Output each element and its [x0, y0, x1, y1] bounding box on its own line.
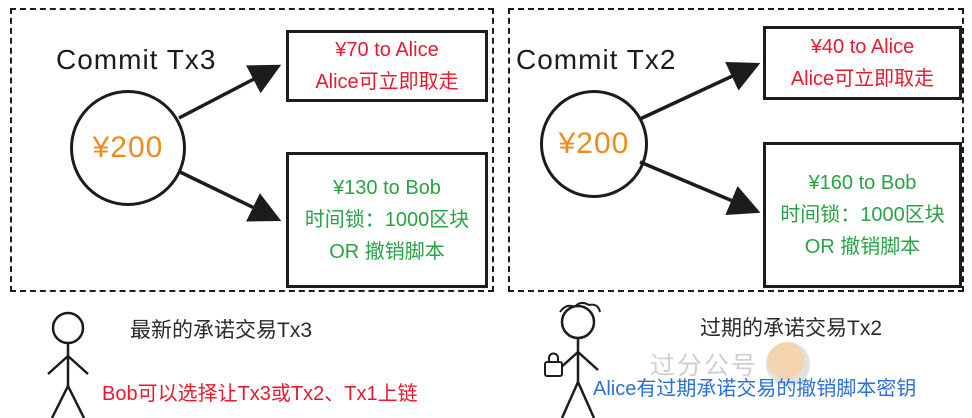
output-line: Alice可立即取走: [790, 68, 935, 90]
alice-output-box-tx3: ¥70 to Alice Alice可立即取走: [286, 30, 488, 102]
key-icon: [544, 352, 563, 377]
output-line: ¥130 to Bob: [333, 177, 441, 199]
alice-output-box-tx2: ¥40 to Alice Alice可立即取走: [763, 26, 962, 100]
note-tx3: Bob可以选择让Tx3或Tx2、Tx1上链: [102, 383, 418, 405]
watermark-icon: [766, 342, 811, 386]
stick-figure-left: [47, 311, 89, 418]
arrows-tx2: [639, 62, 761, 216]
input-circle-tx2: ¥200: [540, 90, 648, 198]
output-line: Alice可立即取走: [315, 71, 459, 93]
bob-output-box-tx3: ¥130 to Bob 时间锁：1000区块 OR 撤销脚本: [286, 152, 488, 288]
stick-figure-right: [544, 301, 601, 418]
panel-title-tx3: Commit Tx3: [56, 44, 217, 75]
output-line: 时间锁：1000区块: [304, 209, 470, 231]
arrow-to-alice-output-tx3: [178, 64, 282, 120]
watermark-text: 过分公号: [650, 352, 759, 380]
note-tx2: Alice有过期承诺交易的撤销脚本密钥: [593, 378, 917, 400]
output-line: ¥70 to Alice: [335, 39, 439, 61]
arrows-tx3: [178, 64, 282, 222]
input-circle-tx3: ¥200: [70, 90, 186, 206]
output-line: OR 撤销脚本: [804, 236, 921, 258]
caption-tx2: 过期的承诺交易Tx2: [700, 317, 883, 340]
hair-squiggle: [559, 301, 601, 313]
input-amount-tx3: ¥200: [92, 131, 164, 164]
arrow-to-bob-output-tx2: [639, 160, 761, 216]
commit-tx3-panel: Commit Tx3 ¥200 ¥70 to Alice Alice可立即取走 …: [10, 8, 494, 292]
arrow-to-bob-output-tx3: [179, 170, 282, 222]
bob-output-box-tx2: ¥160 to Bob 时间锁：1000区块 OR 撤销脚本: [763, 142, 962, 288]
caption-tx3: 最新的承诺交易Tx3: [130, 319, 313, 342]
input-amount-tx2: ¥200: [558, 127, 630, 160]
arrow-to-alice-output-tx2: [639, 62, 761, 121]
output-line: ¥160 to Bob: [808, 172, 917, 194]
output-line: OR 撤销脚本: [329, 241, 445, 263]
commit-tx2-panel: Commit Tx2 ¥200 ¥40 to Alice Alice可立即取走 …: [508, 8, 964, 292]
watermark: 过分公号: [650, 342, 811, 386]
panel-title-tx2: Commit Tx2: [516, 44, 677, 75]
output-line: ¥40 to Alice: [810, 36, 915, 58]
output-line: 时间锁：1000区块: [780, 204, 945, 226]
